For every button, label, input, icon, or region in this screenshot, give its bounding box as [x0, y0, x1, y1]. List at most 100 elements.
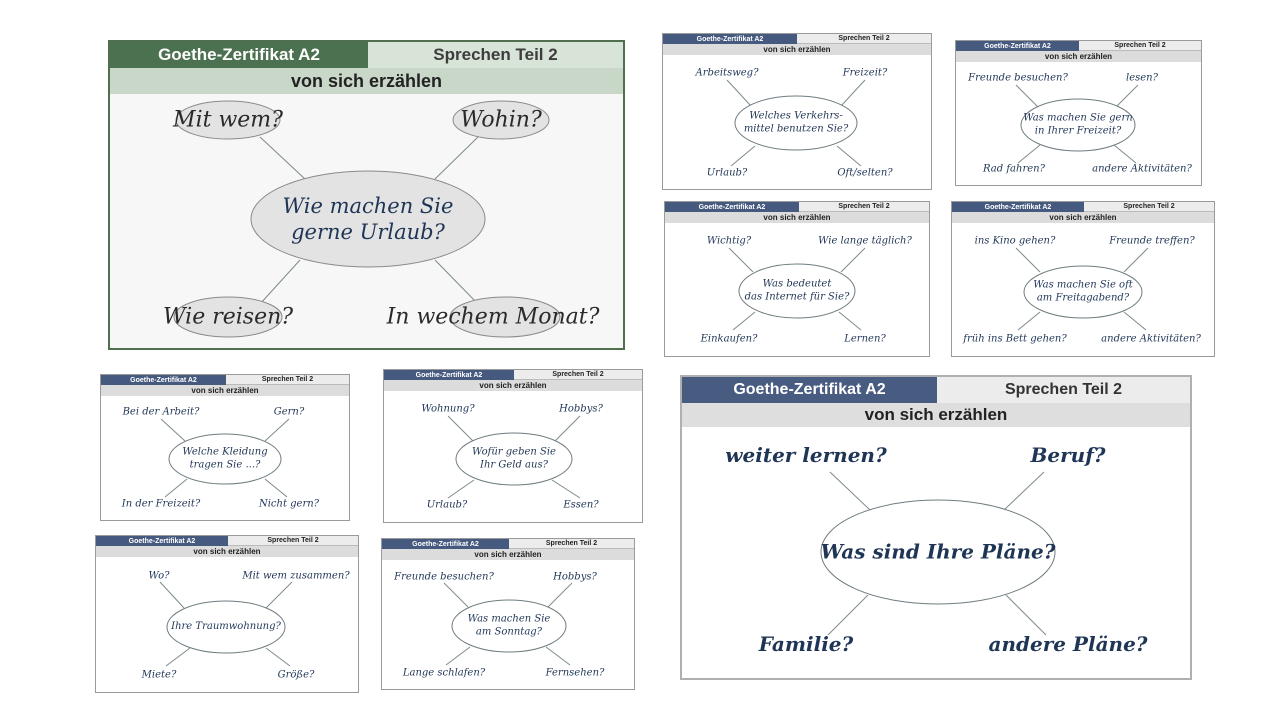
label-bottom-left: Einkaufen? [700, 333, 758, 345]
mindmap-lines [173, 100, 561, 338]
center-ellipse [168, 433, 282, 485]
card-traumwohnung: Goethe-Zertifikat A2 Sprechen Teil 2 von… [95, 535, 359, 693]
card-subtitle: von sich erzählen [382, 549, 634, 560]
label-bottom-right: Lernen? [844, 333, 886, 345]
card-freizeit: Goethe-Zertifikat A2 Sprechen Teil 2 von… [955, 40, 1202, 186]
label-top-right: Wohin? [460, 107, 542, 133]
label-bottom-right: andere Aktivitäten? [1092, 163, 1192, 175]
label-top-left: Freunde besuchen? [968, 72, 1068, 84]
center-line-1: Ihre Traumwohnung? [171, 620, 281, 632]
center-line-2: am Freitagabend? [1036, 292, 1130, 303]
label-bottom-left: Lange schlafen? [402, 667, 486, 679]
bubble-bottom-right [449, 296, 561, 338]
center-question: Wie machen Sie gerne Urlaub? [283, 193, 454, 246]
center-line-1: Welches Verkehrs- [749, 110, 843, 122]
header-part-title: Sprechen Teil 2 [799, 202, 929, 212]
mindmap-lines [820, 471, 1056, 636]
card-header: Goethe-Zertifikat A2 Sprechen Teil 2 [952, 202, 1214, 212]
center-ellipse [250, 170, 486, 268]
label-top-right: Gern? [273, 406, 305, 418]
header-part-title: Sprechen Teil 2 [937, 377, 1190, 403]
card-subtitle: von sich erzählen [682, 403, 1190, 427]
center-ellipse [451, 599, 567, 653]
center-line-1: Was bedeutet [762, 278, 832, 290]
card-subtitle: von sich erzählen [663, 44, 931, 55]
label-bottom-left: Rad fahren? [983, 163, 1045, 175]
center-ellipse [1020, 98, 1136, 152]
center-ellipse [738, 263, 856, 319]
label-bottom-left: Urlaub? [426, 499, 468, 511]
label-bottom-right: Fernsehen? [545, 667, 605, 679]
card-subtitle: von sich erzählen [665, 212, 929, 223]
center-line-1: Was machen Sie [467, 613, 551, 625]
card-subtitle: von sich erzählen [952, 212, 1214, 223]
label-top-right: Hobbys? [559, 403, 603, 415]
center-line-1: Wie machen Sie [282, 193, 454, 218]
label-top-right: Hobbys? [553, 571, 597, 583]
label-top-left: Wo? [148, 570, 170, 582]
card-sonntag: Goethe-Zertifikat A2 Sprechen Teil 2 von… [381, 538, 635, 690]
label-top-left: Arbeitsweg? [695, 67, 759, 79]
bubble-top-right [452, 100, 550, 140]
header-exam-title: Goethe-Zertifikat A2 [382, 539, 509, 549]
card-subtitle: von sich erzählen [110, 68, 623, 94]
center-ellipse [455, 432, 573, 486]
label-bottom-left: In der Freizeit? [121, 498, 201, 510]
label-top-right: Freizeit? [842, 67, 888, 79]
center-line-1: Was machen Sie oft [1033, 279, 1133, 291]
card-header: Goethe-Zertifikat A2 Sprechen Teil 2 [101, 375, 349, 385]
header-part-title: Sprechen Teil 2 [1079, 41, 1201, 51]
center-line-2: tragen Sie ...? [189, 459, 261, 470]
center-question: Was bedeutet das Internet für Sie? [745, 279, 850, 304]
label-top-right: Beruf? [1030, 443, 1106, 467]
header-part-title: Sprechen Teil 2 [368, 42, 623, 68]
card-verkehrsmittel: Goethe-Zertifikat A2 Sprechen Teil 2 von… [662, 33, 932, 190]
card-subtitle: von sich erzählen [384, 380, 642, 391]
card-plaene: Goethe-Zertifikat A2 Sprechen Teil 2 von… [680, 375, 1192, 680]
header-exam-title: Goethe-Zertifikat A2 [101, 375, 226, 385]
header-part-title: Sprechen Teil 2 [797, 34, 931, 44]
label-bottom-right: Nicht gern? [258, 498, 320, 510]
center-line-2: Ihr Geld aus? [480, 459, 548, 470]
label-bottom-left: Urlaub? [706, 167, 748, 179]
label-bottom-right: Oft/selten? [837, 167, 893, 179]
card-geld: Goethe-Zertifikat A2 Sprechen Teil 2 von… [383, 369, 643, 523]
card-header: Goethe-Zertifikat A2 Sprechen Teil 2 [663, 34, 931, 44]
label-top-right: lesen? [1126, 72, 1158, 84]
card-header: Goethe-Zertifikat A2 Sprechen Teil 2 [96, 536, 358, 546]
center-question: Welches Verkehrs- mittel benutzen Sie? [744, 111, 848, 136]
label-top-left: Wohnung? [421, 403, 475, 415]
mindmap-lines [726, 79, 866, 167]
label-top-left: Mit wem? [173, 107, 283, 133]
mindmap-lines [728, 247, 866, 331]
header-part-title: Sprechen Teil 2 [228, 536, 358, 546]
header-exam-title: Goethe-Zertifikat A2 [682, 377, 937, 403]
card-header: Goethe-Zertifikat A2 Sprechen Teil 2 [682, 377, 1190, 403]
label-top-left: ins Kino gehen? [974, 235, 1056, 247]
label-bottom-left: Familie? [758, 632, 854, 656]
center-question: Wofür geben Sie Ihr Geld aus? [472, 447, 556, 472]
card-freitagabend: Goethe-Zertifikat A2 Sprechen Teil 2 von… [951, 201, 1215, 357]
mindmap-lines [1015, 84, 1139, 164]
label-top-left: Freunde besuchen? [394, 571, 494, 583]
center-question: Was machen Sie gern in Ihrer Freizeit? [1023, 113, 1132, 138]
header-exam-title: Goethe-Zertifikat A2 [663, 34, 797, 44]
card-header: Goethe-Zertifikat A2 Sprechen Teil 2 [110, 42, 623, 68]
label-bottom-left: Wie reisen? [162, 304, 294, 330]
header-part-title: Sprechen Teil 2 [514, 370, 642, 380]
center-question: Ihre Traumwohnung? [171, 621, 281, 634]
label-bottom-left: Miete? [141, 669, 177, 681]
header-exam-title: Goethe-Zertifikat A2 [952, 202, 1084, 212]
card-urlaub: Goethe-Zertifikat A2 Sprechen Teil 2 von… [108, 40, 625, 350]
center-ellipse [820, 499, 1056, 605]
label-bottom-right: In wechem Monat? [386, 304, 600, 330]
center-question: Was sind Ihre Pläne? [821, 540, 1056, 565]
card-internet: Goethe-Zertifikat A2 Sprechen Teil 2 von… [664, 201, 930, 357]
card-header: Goethe-Zertifikat A2 Sprechen Teil 2 [382, 539, 634, 549]
center-line-2: gerne Urlaub? [291, 220, 445, 244]
center-line-2: am Sonntag? [475, 626, 543, 637]
bubble-top-left [175, 100, 281, 140]
center-question: Was machen Sie am Sonntag? [468, 614, 551, 639]
header-exam-title: Goethe-Zertifikat A2 [110, 42, 368, 68]
card-kleidung: Goethe-Zertifikat A2 Sprechen Teil 2 von… [100, 374, 350, 521]
